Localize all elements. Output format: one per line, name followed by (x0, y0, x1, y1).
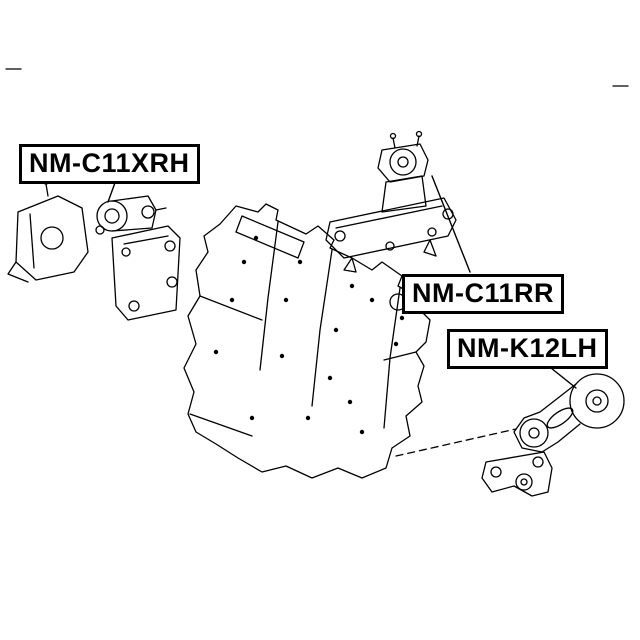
part-nm-c11xrh-drawing (7, 177, 181, 321)
dashed-alignment-line (395, 428, 517, 457)
part-label-nm-c11xrh: NM-C11XRH (19, 144, 200, 185)
part-label-nm-c11rr: NM-C11RR (402, 274, 565, 315)
engine-bolt-dots (213, 235, 405, 435)
part-label-nm-k12lh: NM-K12LH (447, 329, 608, 370)
engine-outline (183, 203, 431, 479)
part-nm-c11rr-drawing (325, 130, 457, 273)
corner-marks (5, 68, 629, 87)
leader-nm-c11rr (431, 175, 471, 273)
part-nm-k12lh-drawing (481, 373, 625, 497)
